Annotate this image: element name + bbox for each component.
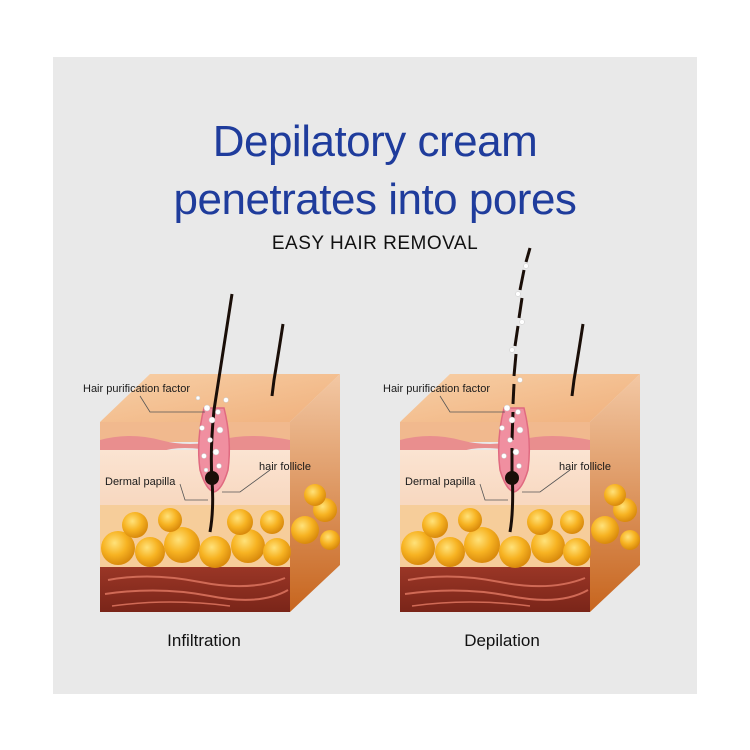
title-line-2: penetrates into pores xyxy=(173,175,577,224)
title-line-1: Depilatory cream xyxy=(212,117,538,166)
fat-cells xyxy=(101,484,340,568)
label-hair-purification-factor: Hair purification factor xyxy=(83,383,190,395)
label-hair-follicle: hair follicle xyxy=(559,461,611,473)
caption-depilation: Depilation xyxy=(464,631,540,650)
label-dermal-papilla: Dermal papilla xyxy=(105,476,176,488)
label-hair-follicle: hair follicle xyxy=(259,461,311,473)
skin-block-depilation xyxy=(400,247,640,612)
caption-infiltration: Infiltration xyxy=(167,631,241,650)
fat-cells xyxy=(401,484,640,568)
label-hair-purification-factor: Hair purification factor xyxy=(383,383,490,395)
subtitle: EASY HAIR REMOVAL xyxy=(271,233,479,254)
label-dermal-papilla: Dermal papilla xyxy=(405,476,476,488)
skin-block-infiltration xyxy=(100,293,340,612)
